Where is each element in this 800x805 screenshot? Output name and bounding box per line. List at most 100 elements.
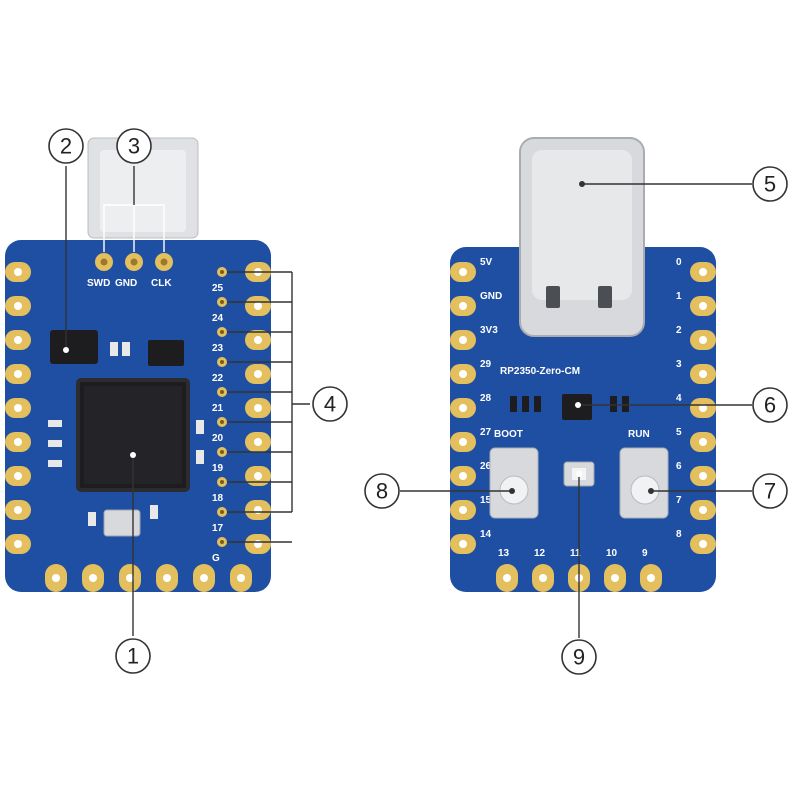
castellated-pad <box>690 500 716 520</box>
crystal <box>103 509 141 537</box>
castellated-pad <box>690 262 716 282</box>
pin-label: 24 <box>212 313 224 324</box>
pin-label: 13 <box>498 548 510 559</box>
castellated-pad <box>245 534 271 554</box>
castellated-pad <box>5 466 31 486</box>
castellated-pad <box>450 534 476 554</box>
castellated-pad <box>450 262 476 282</box>
castellated-pad <box>5 364 31 384</box>
castellated-pad <box>496 564 518 592</box>
pin-label: 27 <box>480 427 492 438</box>
castellated-pad <box>690 534 716 554</box>
castellated-pad <box>230 564 252 592</box>
castellated-pad <box>193 564 215 592</box>
svg-text:6: 6 <box>764 393 776 418</box>
callout-1: 1 <box>115 638 151 674</box>
svg-text:4: 4 <box>324 392 336 417</box>
pin-label: 4 <box>676 393 682 404</box>
castellated-pad <box>690 466 716 486</box>
pin-label: 3V3 <box>480 325 498 336</box>
right-board-bottom-pads: 13 12 11 10 9 <box>496 548 662 592</box>
pin-label: 26 <box>480 461 492 472</box>
pin-label: 6 <box>676 461 682 472</box>
svg-text:9: 9 <box>573 645 585 670</box>
castellated-pad <box>82 564 104 592</box>
callout-7: 7 <box>752 473 788 509</box>
pin-label: 25 <box>212 283 224 294</box>
castellated-pad <box>5 500 31 520</box>
pin-bracket <box>227 271 293 543</box>
castellated-pad <box>450 432 476 452</box>
callout-5: 5 <box>752 166 788 202</box>
svg-text:2: 2 <box>60 134 72 159</box>
run-label: RUN <box>628 429 650 440</box>
castellated-pad <box>5 330 31 350</box>
castellated-pad <box>450 330 476 350</box>
pin-label: 9 <box>642 548 648 559</box>
left-board-side-pads <box>5 262 31 554</box>
pin-label: G <box>212 553 220 564</box>
pin-label: 8 <box>676 529 682 540</box>
callout-4: 4 <box>312 386 348 422</box>
castellated-pad <box>119 564 141 592</box>
callout-3: 3 <box>116 128 152 164</box>
pin-label: 5 <box>676 427 682 438</box>
castellated-pad <box>245 500 271 520</box>
castellated-pad <box>245 296 271 316</box>
svg-text:8: 8 <box>376 479 388 504</box>
castellated-pad <box>450 364 476 384</box>
pin-label: 18 <box>212 493 224 504</box>
flash-chip <box>50 330 98 364</box>
castellated-pad <box>450 466 476 486</box>
pin-label: 7 <box>676 495 682 506</box>
right-board: 5V GND 3V3 29 28 27 26 15 14 0 12 3 4 5 6 7 8 13 12 11 10 9… <box>450 137 716 592</box>
castellated-pad <box>690 330 716 350</box>
pin-label: 11 <box>570 548 581 559</box>
pin-label: 1 <box>676 291 682 302</box>
svg-text:1: 1 <box>127 644 139 669</box>
gnd-label: GND <box>115 278 137 289</box>
castellated-pad <box>245 330 271 350</box>
pin-label: 22 <box>212 373 224 384</box>
right-board-left-pads: 5V GND 3V3 29 28 27 26 15 14 <box>450 257 502 554</box>
callout-2: 2 <box>48 128 84 164</box>
pin-label: 3 <box>676 359 682 370</box>
pin-label: 20 <box>212 433 224 444</box>
pin-label: 29 <box>480 359 492 370</box>
castellated-pad <box>5 296 31 316</box>
pin-label: 17 <box>212 523 224 534</box>
pin-label: 14 <box>480 529 492 540</box>
callout-8: 8 <box>364 473 400 509</box>
castellated-pad <box>690 398 716 418</box>
pin-label: 28 <box>480 393 492 404</box>
castellated-pad <box>245 364 271 384</box>
pin-label: 15 <box>480 495 492 506</box>
castellated-pad <box>245 466 271 486</box>
boot-label: BOOT <box>494 429 523 440</box>
callout-6: 6 <box>752 387 788 423</box>
pin-label: 19 <box>212 463 224 474</box>
svg-text:3: 3 <box>128 134 140 159</box>
pin-label: 10 <box>606 548 618 559</box>
pin-label: 0 <box>676 257 682 268</box>
pin-label: 5V <box>480 257 493 268</box>
callout-9: 9 <box>561 639 597 675</box>
pin-label: 12 <box>534 548 546 559</box>
swd-label: SWD <box>87 278 110 289</box>
castellated-pad <box>532 564 554 592</box>
clk-label: CLK <box>151 278 172 289</box>
callouts: 1 2 3 4 5 6 <box>48 128 788 675</box>
svg-text:7: 7 <box>764 479 776 504</box>
castellated-pad <box>690 296 716 316</box>
svg-text:5: 5 <box>764 172 776 197</box>
castellated-pad <box>690 432 716 452</box>
board-title: RP2350-Zero-CM <box>500 366 580 377</box>
castellated-pad <box>450 296 476 316</box>
pin-label: GND <box>480 291 502 302</box>
castellated-pad <box>450 398 476 418</box>
castellated-pad <box>604 564 626 592</box>
castellated-pad <box>5 432 31 452</box>
castellated-pad <box>640 564 662 592</box>
